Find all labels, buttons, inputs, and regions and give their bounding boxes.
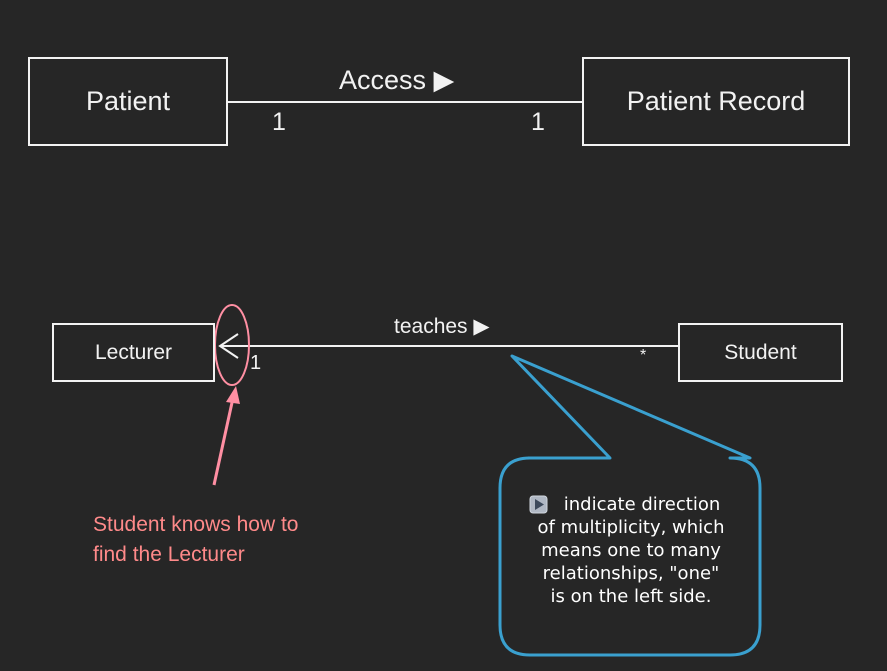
navigability-note-line-2: find the Lecturer bbox=[93, 543, 245, 566]
class-student-label: Student bbox=[724, 340, 797, 364]
class-patient-record: Patient Record bbox=[582, 57, 850, 146]
patient-record-multiplicity: 1 bbox=[531, 108, 545, 136]
access-association-label: Access ▶ bbox=[339, 65, 455, 95]
highlight-pointer-line bbox=[212, 397, 235, 486]
callout-line-1-text: indicate direction bbox=[563, 494, 721, 515]
callout-line-5: is on the left side. bbox=[550, 586, 712, 607]
callout-line-3: means one to many bbox=[541, 540, 721, 561]
teaches-association-label: teaches ▶ bbox=[394, 315, 490, 338]
callout-line-1: indicate direction bbox=[512, 493, 750, 516]
class-lecturer-label: Lecturer bbox=[94, 340, 173, 364]
highlight-pointer-head bbox=[226, 386, 240, 404]
lecturer-multiplicity: 1 bbox=[250, 352, 262, 374]
class-patient: Patient bbox=[28, 57, 228, 146]
callout-bubble bbox=[498, 354, 762, 657]
navigability-arrowhead bbox=[218, 333, 239, 359]
callout-line-4: relationships, "one" bbox=[542, 563, 720, 584]
class-patient-record-label: Patient Record bbox=[626, 86, 806, 116]
navigability-note-line-1: Student knows how to bbox=[93, 513, 299, 536]
highlight-ellipse bbox=[214, 304, 250, 386]
class-lecturer: Lecturer bbox=[52, 323, 215, 382]
play-icon bbox=[535, 499, 544, 510]
navigability-note: Student knows how to find the Lecturer bbox=[93, 510, 298, 570]
student-multiplicity: * bbox=[640, 347, 647, 364]
patient-multiplicity: 1 bbox=[272, 108, 286, 136]
callout-text: indicate direction of multiplicity, whic… bbox=[512, 493, 750, 608]
class-student: Student bbox=[678, 323, 843, 382]
class-patient-label: Patient bbox=[85, 86, 171, 116]
callout-line-2: of multiplicity, which bbox=[537, 517, 725, 538]
